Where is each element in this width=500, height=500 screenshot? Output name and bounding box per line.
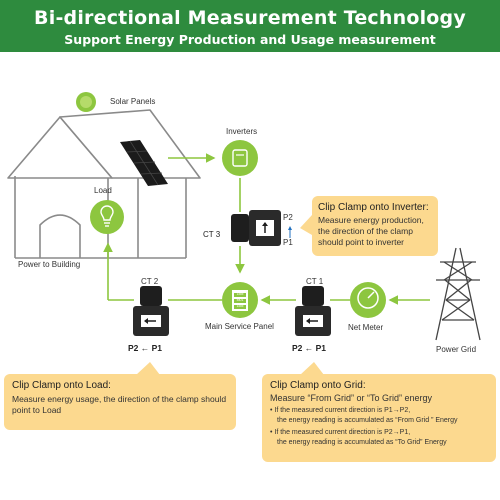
panel-breaker-1: 15M bbox=[236, 292, 244, 296]
ct3-p2-label: P2 bbox=[283, 213, 293, 222]
grid-callout-title: Clip Clamp onto Grid: bbox=[270, 380, 366, 391]
flow-lines bbox=[103, 153, 430, 305]
ct1-clamp bbox=[295, 286, 331, 336]
ct2-clamp bbox=[133, 286, 169, 336]
header-banner: Bi-directional Measurement Technology Su… bbox=[0, 0, 500, 52]
panel-breaker-labels: 15M M01 15M bbox=[233, 291, 247, 309]
grid-callout-bullet-1-line-2: the energy reading is accumulated as “Fr… bbox=[277, 417, 458, 424]
solar-panel-array bbox=[120, 140, 168, 186]
ct1-label: CT 1 bbox=[306, 277, 324, 286]
ct2-direction-label: P2 ← P1 bbox=[128, 343, 163, 353]
main-service-panel-icon bbox=[222, 282, 258, 318]
grid-callout-bullet-1-line-1: • If the measured current direction is P… bbox=[270, 407, 411, 414]
net-meter-label: Net Meter bbox=[348, 323, 384, 332]
ct3-clamp bbox=[231, 210, 292, 246]
grid-callout-pointer bbox=[300, 362, 324, 375]
inverter-callout-body: Measure energy production, the direction… bbox=[318, 215, 424, 247]
grid-callout-bullet-2-line-2: the energy reading is accumulated as “To… bbox=[277, 439, 447, 446]
ct3-p1-label: P1 bbox=[283, 238, 293, 247]
grid-callout-bullet-2-line-1: • If the measured current direction is P… bbox=[270, 429, 411, 436]
panel-breaker-3: 15M bbox=[236, 304, 244, 308]
load-callout-body: Measure energy usage, the direction of t… bbox=[12, 394, 227, 415]
ct3-label: CT 3 bbox=[203, 230, 221, 239]
ct2-label: CT 2 bbox=[141, 277, 159, 286]
load-callout-title: Clip Clamp onto Load: bbox=[12, 380, 111, 391]
page-subtitle: Support Energy Production and Usage meas… bbox=[64, 32, 436, 47]
ct1-direction-label: P2 ← P1 bbox=[292, 343, 327, 353]
house-illustration bbox=[7, 109, 201, 259]
inverter-icon bbox=[222, 140, 258, 176]
power-grid-tower bbox=[435, 247, 481, 341]
sun-icon bbox=[76, 92, 96, 112]
load-label: Load bbox=[94, 186, 112, 195]
grid-callout: Clip Clamp onto Grid: Measure “From Grid… bbox=[262, 374, 496, 462]
net-meter-icon bbox=[350, 282, 386, 318]
page-title: Bi-directional Measurement Technology bbox=[34, 7, 466, 29]
power-to-building-label: Power to Building bbox=[18, 260, 81, 269]
main-service-panel-label: Main Service Panel bbox=[205, 322, 274, 331]
load-callout-pointer bbox=[136, 362, 160, 375]
power-grid-label: Power Grid bbox=[436, 345, 477, 354]
load-callout: Clip Clamp onto Load: Measure energy usa… bbox=[4, 374, 236, 430]
solar-panels-label: Solar Panels bbox=[110, 97, 156, 106]
inverter-callout-pointer bbox=[300, 215, 312, 235]
panel-breaker-2: M01 bbox=[236, 298, 244, 302]
energy-flow-diagram bbox=[7, 92, 481, 375]
inverters-label: Inverters bbox=[226, 127, 258, 136]
inverter-callout: Clip Clamp onto Inverter: Measure energy… bbox=[312, 196, 438, 256]
grid-callout-subtitle: Measure “From Grid” or “To Grid” energy bbox=[270, 393, 433, 403]
load-bulb-icon bbox=[90, 200, 124, 234]
inverter-callout-title: Clip Clamp onto Inverter: bbox=[318, 202, 429, 213]
